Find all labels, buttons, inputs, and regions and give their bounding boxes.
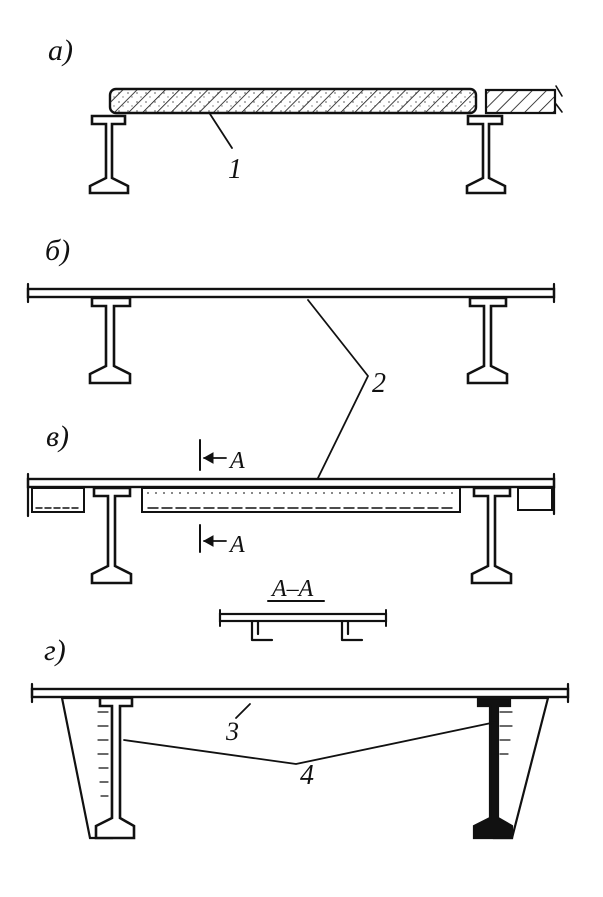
i-beam-right-v: [470, 486, 513, 585]
steel-deck-plate-b: [26, 282, 556, 304]
deck-rib-right: [517, 487, 553, 511]
callout-3: 3: [225, 703, 251, 746]
section-marker-bottom: A: [199, 524, 245, 558]
i-beam-left-g: [94, 696, 136, 840]
section-a-a: A–A: [218, 576, 388, 642]
callout-1: 1: [209, 113, 242, 185]
section-marker-top-label: A: [228, 448, 245, 474]
adjacent-slab-fragment: [484, 85, 563, 115]
panel-v-label: в): [46, 420, 69, 453]
panel-b-label: б): [45, 234, 70, 267]
panel-b: б): [26, 234, 556, 385]
callout-2-label: 2: [372, 368, 386, 399]
callout-2: 2: [307, 299, 386, 479]
steel-deck-plate-g: [30, 682, 570, 704]
panel-v: в) A: [26, 420, 556, 585]
section-marker-bottom-label: A: [228, 532, 245, 558]
callout-3-label: 3: [225, 717, 239, 746]
deck-rib-middle: [141, 487, 461, 513]
i-beam-right-a: [465, 114, 507, 195]
panel-g: г) 3 4: [30, 634, 570, 840]
callout-4-label: 4: [300, 760, 314, 791]
section-marker-top: A: [199, 439, 245, 474]
deck-rib-left: [31, 487, 85, 513]
section-a-a-title: A–A: [270, 576, 314, 602]
section-rib-left: [250, 620, 274, 642]
callout-4: 4: [123, 721, 497, 791]
panel-a: а) 1: [48, 34, 563, 195]
tapered-bracket-right: [492, 696, 550, 840]
tapered-bracket-left: [60, 696, 114, 840]
i-beam-left-b: [88, 296, 132, 385]
callout-1-label: 1: [228, 154, 242, 185]
i-beam-right-g: [472, 696, 514, 840]
panel-a-label: а): [48, 34, 73, 67]
i-beam-right-b: [466, 296, 509, 385]
precast-slab: [108, 87, 478, 115]
panel-g-label: г): [44, 634, 66, 667]
i-beam-left-v: [90, 486, 133, 585]
i-beam-left-a: [88, 114, 130, 195]
section-rib-right: [340, 620, 364, 642]
